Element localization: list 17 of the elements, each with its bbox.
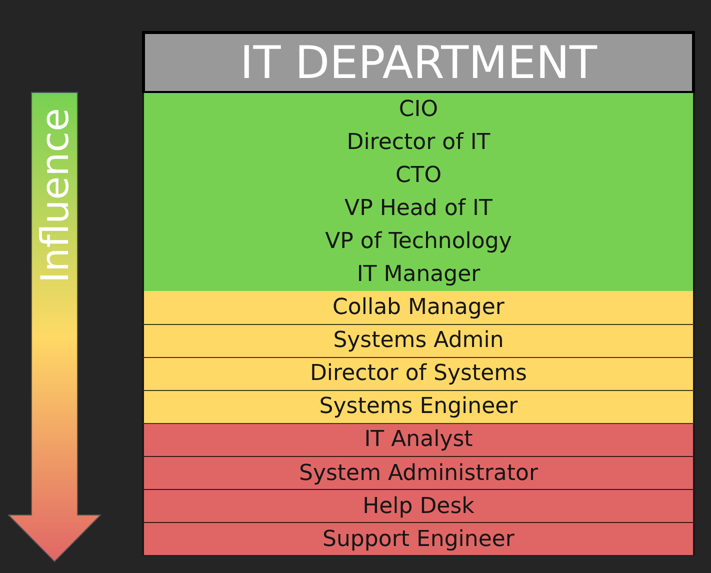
- table-row: IT Analyst: [142, 424, 695, 458]
- table-row: Systems Engineer: [142, 390, 695, 424]
- table-row: Director of Systems: [142, 358, 695, 392]
- table-row: CIO: [142, 93, 695, 127]
- table-row: VP of Technology: [142, 225, 695, 259]
- table-row: Help Desk: [142, 490, 695, 524]
- table-row: CTO: [142, 159, 695, 193]
- table-row: Director of IT: [142, 126, 695, 160]
- table-row: System Administrator: [142, 456, 695, 490]
- arrow-label: Influence: [34, 108, 76, 284]
- gradient-arrow: [8, 92, 101, 562]
- table-header: IT DEPARTMENT: [142, 31, 695, 94]
- table-row: IT Manager: [142, 258, 695, 292]
- table-row: Support Engineer: [142, 522, 695, 556]
- table-row: Collab Manager: [142, 291, 695, 325]
- table-row: Systems Admin: [142, 324, 695, 358]
- table-row: VP Head of IT: [142, 192, 695, 226]
